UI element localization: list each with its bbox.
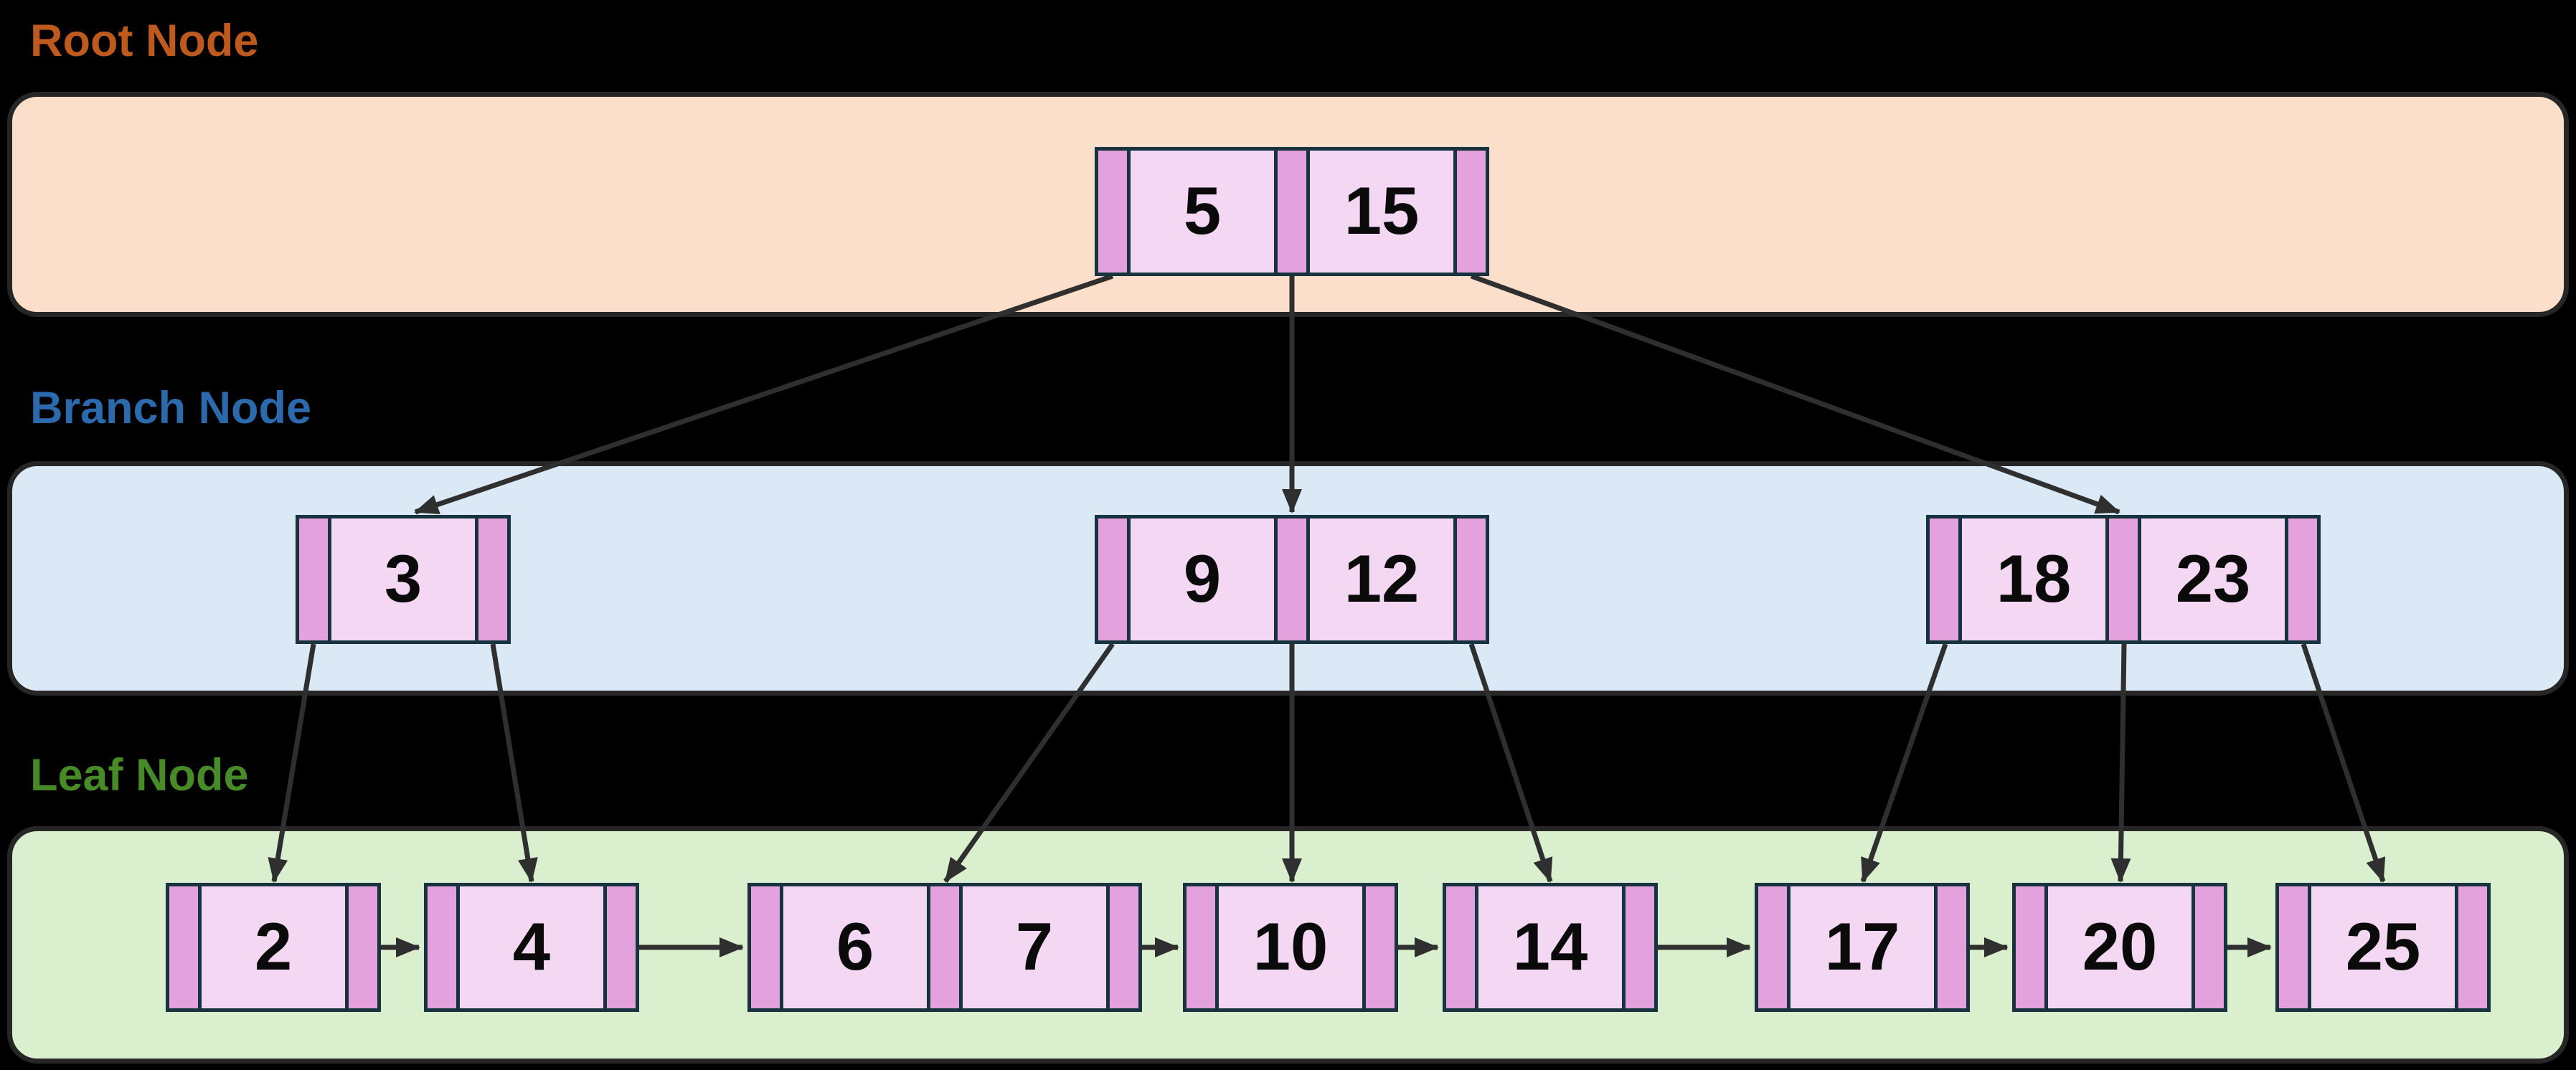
key-cell: 18 [1962,519,2105,640]
pointer-cell [1457,151,1486,273]
pointer-cell [1278,519,1306,640]
key-cell: 7 [963,886,1106,1008]
root-node-5-15: 5 15 [1095,147,1489,276]
arrow-root-ptr1-to-branch1 [414,273,1114,515]
leaf-node-14: 14 [1443,883,1658,1012]
pointer-cell [2279,886,2308,1008]
pointer-cell [1098,151,1127,273]
pointer-cell [2016,886,2044,1008]
leaf-level-label: Leaf Node [30,750,249,800]
key-cell: 23 [2141,519,2285,640]
pointer-cell [349,886,377,1008]
branch-node-3: 3 [296,515,511,644]
pointer-cell [169,886,198,1008]
pointer-cell [930,886,959,1008]
key-cell: 14 [1478,886,1622,1008]
pointer-cell [1186,886,1215,1008]
pointer-cell [299,519,328,640]
arrow-root-ptr3-to-branch3 [1470,273,2120,515]
key-cell: 5 [1131,151,1274,273]
pointer-cell [751,886,780,1008]
leaf-node-4: 4 [424,883,639,1012]
leaf-node-20: 20 [2012,883,2227,1012]
arrow-branch1-ptr2-to-leaf2 [490,643,538,883]
pointer-cell [2109,519,2138,640]
pointer-cell [2195,886,2224,1008]
pointer-cell [607,886,636,1008]
pointer-cell [1626,886,1654,1008]
pointer-cell [1758,886,1787,1008]
pointer-cell [1930,519,1958,640]
leaf-node-25: 25 [2275,883,2491,1012]
root-level-label: Root Node [30,16,259,66]
branch-level-label: Branch Node [30,383,312,433]
pointer-cell [1446,886,1475,1008]
arrow-branch1-ptr1-to-leaf1 [268,643,316,883]
key-cell: 4 [460,886,603,1008]
key-cell: 9 [1131,519,1274,640]
pointer-cell [1110,886,1138,1008]
key-cell: 15 [1310,151,1453,273]
key-cell: 6 [783,886,927,1008]
key-cell: 10 [1219,886,1362,1008]
pointer-cell [1366,886,1395,1008]
key-cell: 2 [202,886,345,1008]
pointer-cell [2288,519,2317,640]
key-cell: 25 [2311,886,2455,1008]
pointer-cell [1278,151,1306,273]
pointer-cell [478,519,507,640]
pointer-cell [1098,519,1127,640]
leaf-node-10: 10 [1183,883,1398,1012]
key-cell: 12 [1310,519,1453,640]
key-cell: 17 [1791,886,1934,1008]
leaf-node-17: 17 [1755,883,1970,1012]
arrow-branch3-ptr2-to-leaf7 [2110,643,2131,883]
arrow-branch2-ptr3-to-leaf5 [1468,643,1553,883]
leaf-node-2: 2 [166,883,381,1012]
pointer-cell [1457,519,1486,640]
arrow-branch3-ptr1-to-leaf6 [1860,643,1948,883]
key-cell: 20 [2048,886,2192,1008]
arrow-branch3-ptr3-to-leaf8 [2301,643,2386,883]
arrow-branch2-ptr1-to-leaf3 [943,642,1115,884]
branch-node-9-12: 9 12 [1095,515,1489,644]
pointer-cell [1938,886,1966,1008]
key-cell: 3 [331,519,475,640]
pointer-cell [428,886,456,1008]
pointer-cell [2458,886,2487,1008]
